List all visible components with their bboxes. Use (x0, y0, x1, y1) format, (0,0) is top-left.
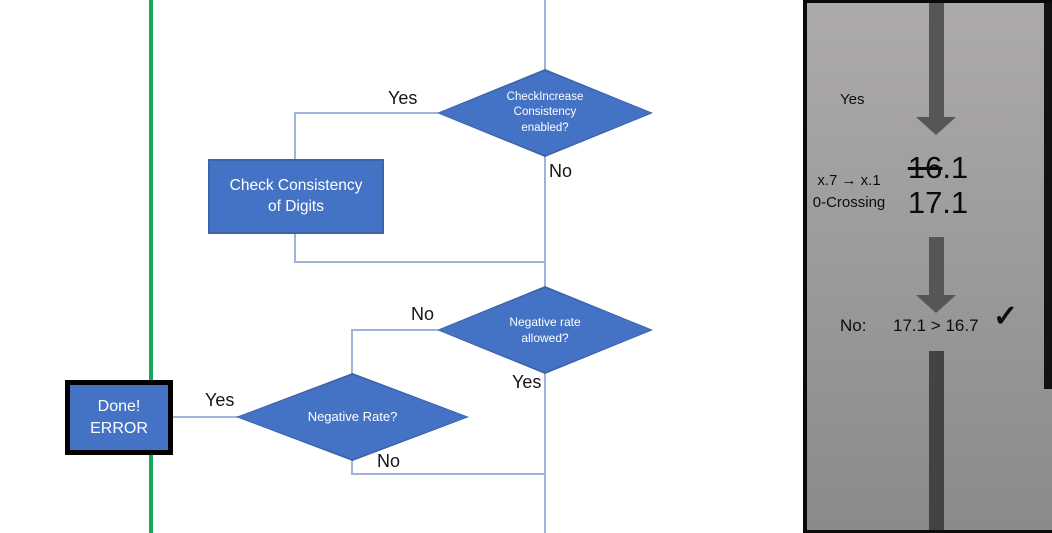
label-yes-decision1: Yes (388, 88, 418, 108)
connector-no-to-main (351, 473, 546, 475)
panel-yes-label: Yes (840, 91, 865, 108)
connector-process-to-main (294, 261, 546, 263)
connector-decision3-down (351, 459, 353, 475)
terminator-done-line1: Done! (97, 397, 141, 415)
decision-check-increase: CheckIncrease Consistency enabled? (437, 69, 653, 157)
decision-negative-rate-allowed-text: Negative rate allowed? (509, 314, 581, 345)
checkmark-icon: ✓ (993, 300, 1019, 333)
terminator-done-error: Done! ERROR (65, 380, 173, 455)
panel-old-value-struck: 16 (907, 150, 943, 185)
panel-old-value: 16.1 (898, 150, 978, 185)
down-arrow-1-shaft (929, 3, 944, 117)
panel-new-value: 17.1 (907, 185, 969, 220)
panel-values: 16.1 17.1 (898, 150, 978, 220)
decision-negative-rate-fill: Negative Rate? (238, 375, 467, 459)
process-check-consistency: Check Consistency of Digits (208, 159, 384, 234)
decision-negative-rate-text: Negative Rate? (307, 409, 398, 425)
terminator-done-line2: ERROR (90, 419, 148, 437)
panel-right-border (1044, 3, 1052, 389)
connector-no-branch (352, 329, 438, 331)
down-arrow-2-shaft (929, 237, 944, 295)
decision-check-increase-fill: CheckIncrease Consistency enabled? (439, 71, 651, 155)
connector-yes-to-process (295, 112, 438, 114)
decision-check-increase-text: CheckIncrease Consistency enabled? (506, 90, 584, 134)
down-arrow-2-head (916, 295, 956, 313)
decision-negative-rate-allowed-fill: Negative rate allowed? (439, 288, 651, 372)
panel-result-prefix: No: (840, 316, 867, 335)
label-yes-decision3: Yes (205, 390, 235, 410)
connector-into-decision3 (351, 329, 353, 375)
connector-out-of-process (294, 233, 296, 263)
panel-note: x.7 → x.1 0-Crossing (807, 170, 891, 214)
down-bar-3 (929, 351, 944, 530)
green-divider-line (149, 0, 153, 533)
label-no-decision2: No (411, 304, 435, 324)
panel-old-value-rest: .1 (942, 150, 969, 185)
process-check-consistency-text: Check Consistency of Digits (229, 177, 363, 215)
main-flow-connector (544, 0, 546, 533)
panel-note-line1: x.7 → x.1 (817, 172, 881, 189)
connector-into-process (294, 112, 296, 160)
label-no-decision3: No (377, 451, 401, 471)
down-arrow-1-head (916, 117, 956, 135)
panel-result-comparison: 17.1 > 16.7 (893, 316, 979, 335)
label-yes-decision2: Yes (512, 372, 542, 392)
side-annotation-panel: Yes x.7 → x.1 0-Crossing 16.1 17.1 No: 1… (803, 0, 1052, 533)
connector-yes-to-done (172, 416, 238, 418)
decision-negative-rate-allowed: Negative rate allowed? (437, 286, 653, 374)
decision-negative-rate: Negative Rate? (236, 373, 469, 461)
panel-note-line2: 0-Crossing (812, 194, 886, 211)
label-no-decision1: No (549, 161, 573, 181)
